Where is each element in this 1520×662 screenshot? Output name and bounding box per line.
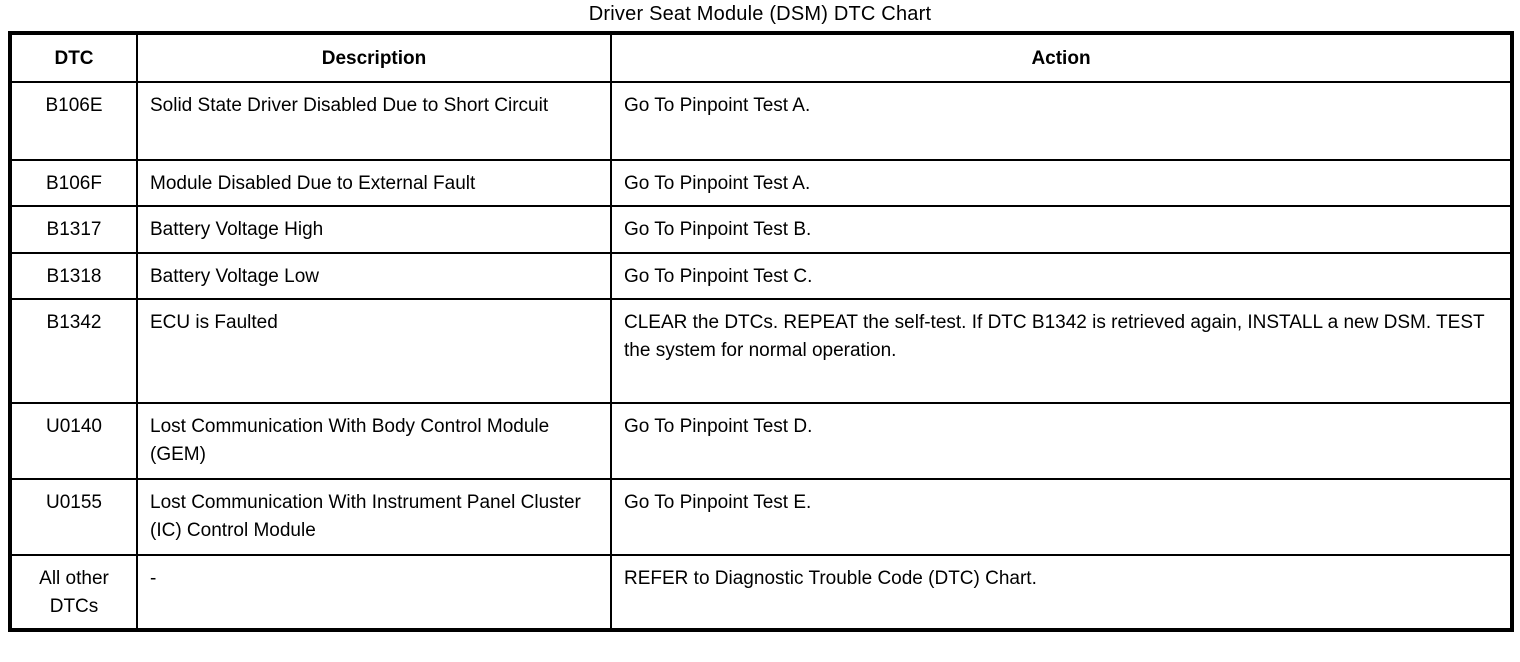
description-cell: - (136, 554, 612, 632)
dtc-cell: B1342 (9, 298, 138, 405)
dtc-chart-table: DTC Description Action B106E Solid State… (8, 31, 1514, 633)
description-cell: Lost Communication With Body Control Mod… (136, 402, 612, 481)
table-row: B1342 ECU is Faulted CLEAR the DTCs. REP… (9, 298, 1513, 405)
description-cell: Module Disabled Due to External Fault (136, 158, 612, 208)
dtc-cell: B1317 (9, 205, 138, 254)
table-row: All other DTCs - REFER to Diagnostic Tro… (9, 554, 1513, 632)
dtc-cell: B106F (9, 158, 138, 208)
table-row: B1317 Battery Voltage High Go To Pinpoin… (9, 205, 1513, 254)
table-row: B1318 Battery Voltage Low Go To Pinpoint… (9, 251, 1513, 301)
dtc-cell: U0155 (9, 478, 138, 557)
table-row: B106E Solid State Driver Disabled Due to… (9, 80, 1513, 161)
table-header-row: DTC Description Action (9, 32, 1513, 83)
page-title: Driver Seat Module (DSM) DTC Chart (588, 3, 932, 25)
action-cell: REFER to Diagnostic Trouble Code (DTC) C… (610, 554, 1513, 632)
column-header-description: Description (136, 32, 612, 83)
description-cell: Solid State Driver Disabled Due to Short… (136, 80, 612, 161)
table-row: U0155 Lost Communication With Instrument… (9, 478, 1513, 557)
description-cell: Lost Communication With Instrument Panel… (136, 478, 612, 557)
action-cell: Go To Pinpoint Test B. (610, 205, 1513, 254)
table-row: B106F Module Disabled Due to External Fa… (9, 158, 1513, 208)
action-cell: Go To Pinpoint Test E. (610, 478, 1513, 557)
action-cell: Go To Pinpoint Test D. (610, 402, 1513, 481)
column-header-action: Action (610, 32, 1513, 83)
action-cell: Go To Pinpoint Test C. (610, 251, 1513, 301)
description-cell: ECU is Faulted (136, 298, 612, 405)
description-cell: Battery Voltage Low (136, 251, 612, 301)
column-header-dtc: DTC (9, 32, 138, 83)
table-header: DTC Description Action (9, 32, 1513, 83)
dtc-cell: B106E (9, 80, 138, 161)
action-cell: CLEAR the DTCs. REPEAT the self-test. If… (610, 298, 1513, 405)
action-cell: Go To Pinpoint Test A. (610, 80, 1513, 161)
action-cell: Go To Pinpoint Test A. (610, 158, 1513, 208)
dtc-cell: All other DTCs (9, 554, 138, 632)
table-row: U0140 Lost Communication With Body Contr… (9, 402, 1513, 481)
description-cell: Battery Voltage High (136, 205, 612, 254)
dtc-cell: U0140 (9, 402, 138, 481)
dtc-table-body: B106E Solid State Driver Disabled Due to… (9, 80, 1513, 632)
dtc-cell: B1318 (9, 251, 138, 301)
